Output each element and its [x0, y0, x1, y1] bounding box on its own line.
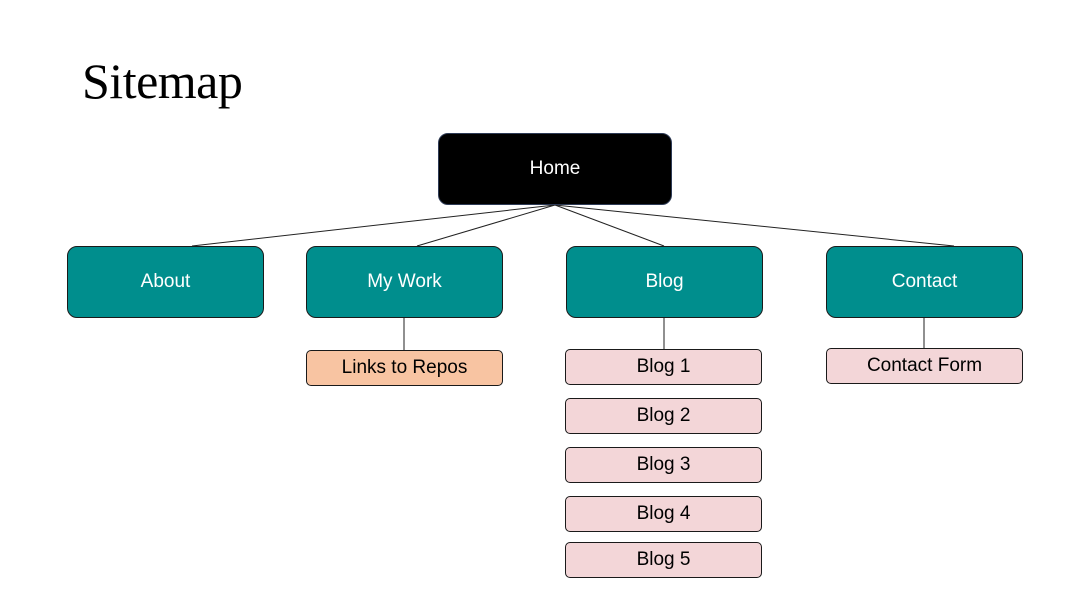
- connector-home-contact: [554, 204, 955, 247]
- blog-2-node[interactable]: Blog 2: [565, 398, 762, 434]
- contact-form-node[interactable]: Contact Form: [826, 348, 1023, 384]
- blog-1-node[interactable]: Blog 1: [565, 349, 762, 385]
- links-to-repos-node[interactable]: Links to Repos: [306, 350, 503, 386]
- blog-3-node[interactable]: Blog 3: [565, 447, 762, 483]
- blog-5-node[interactable]: Blog 5: [565, 542, 762, 578]
- connector-home-about: [191, 204, 556, 247]
- connector-home-my-work: [416, 204, 556, 247]
- connector-home-blog: [554, 204, 665, 247]
- my-work-node[interactable]: My Work: [306, 246, 503, 318]
- home-node[interactable]: Home: [438, 133, 672, 205]
- blog-node[interactable]: Blog: [566, 246, 763, 318]
- contact-node[interactable]: Contact: [826, 246, 1023, 318]
- blog-4-node[interactable]: Blog 4: [565, 496, 762, 532]
- about-node[interactable]: About: [67, 246, 264, 318]
- page-title: Sitemap: [82, 53, 243, 109]
